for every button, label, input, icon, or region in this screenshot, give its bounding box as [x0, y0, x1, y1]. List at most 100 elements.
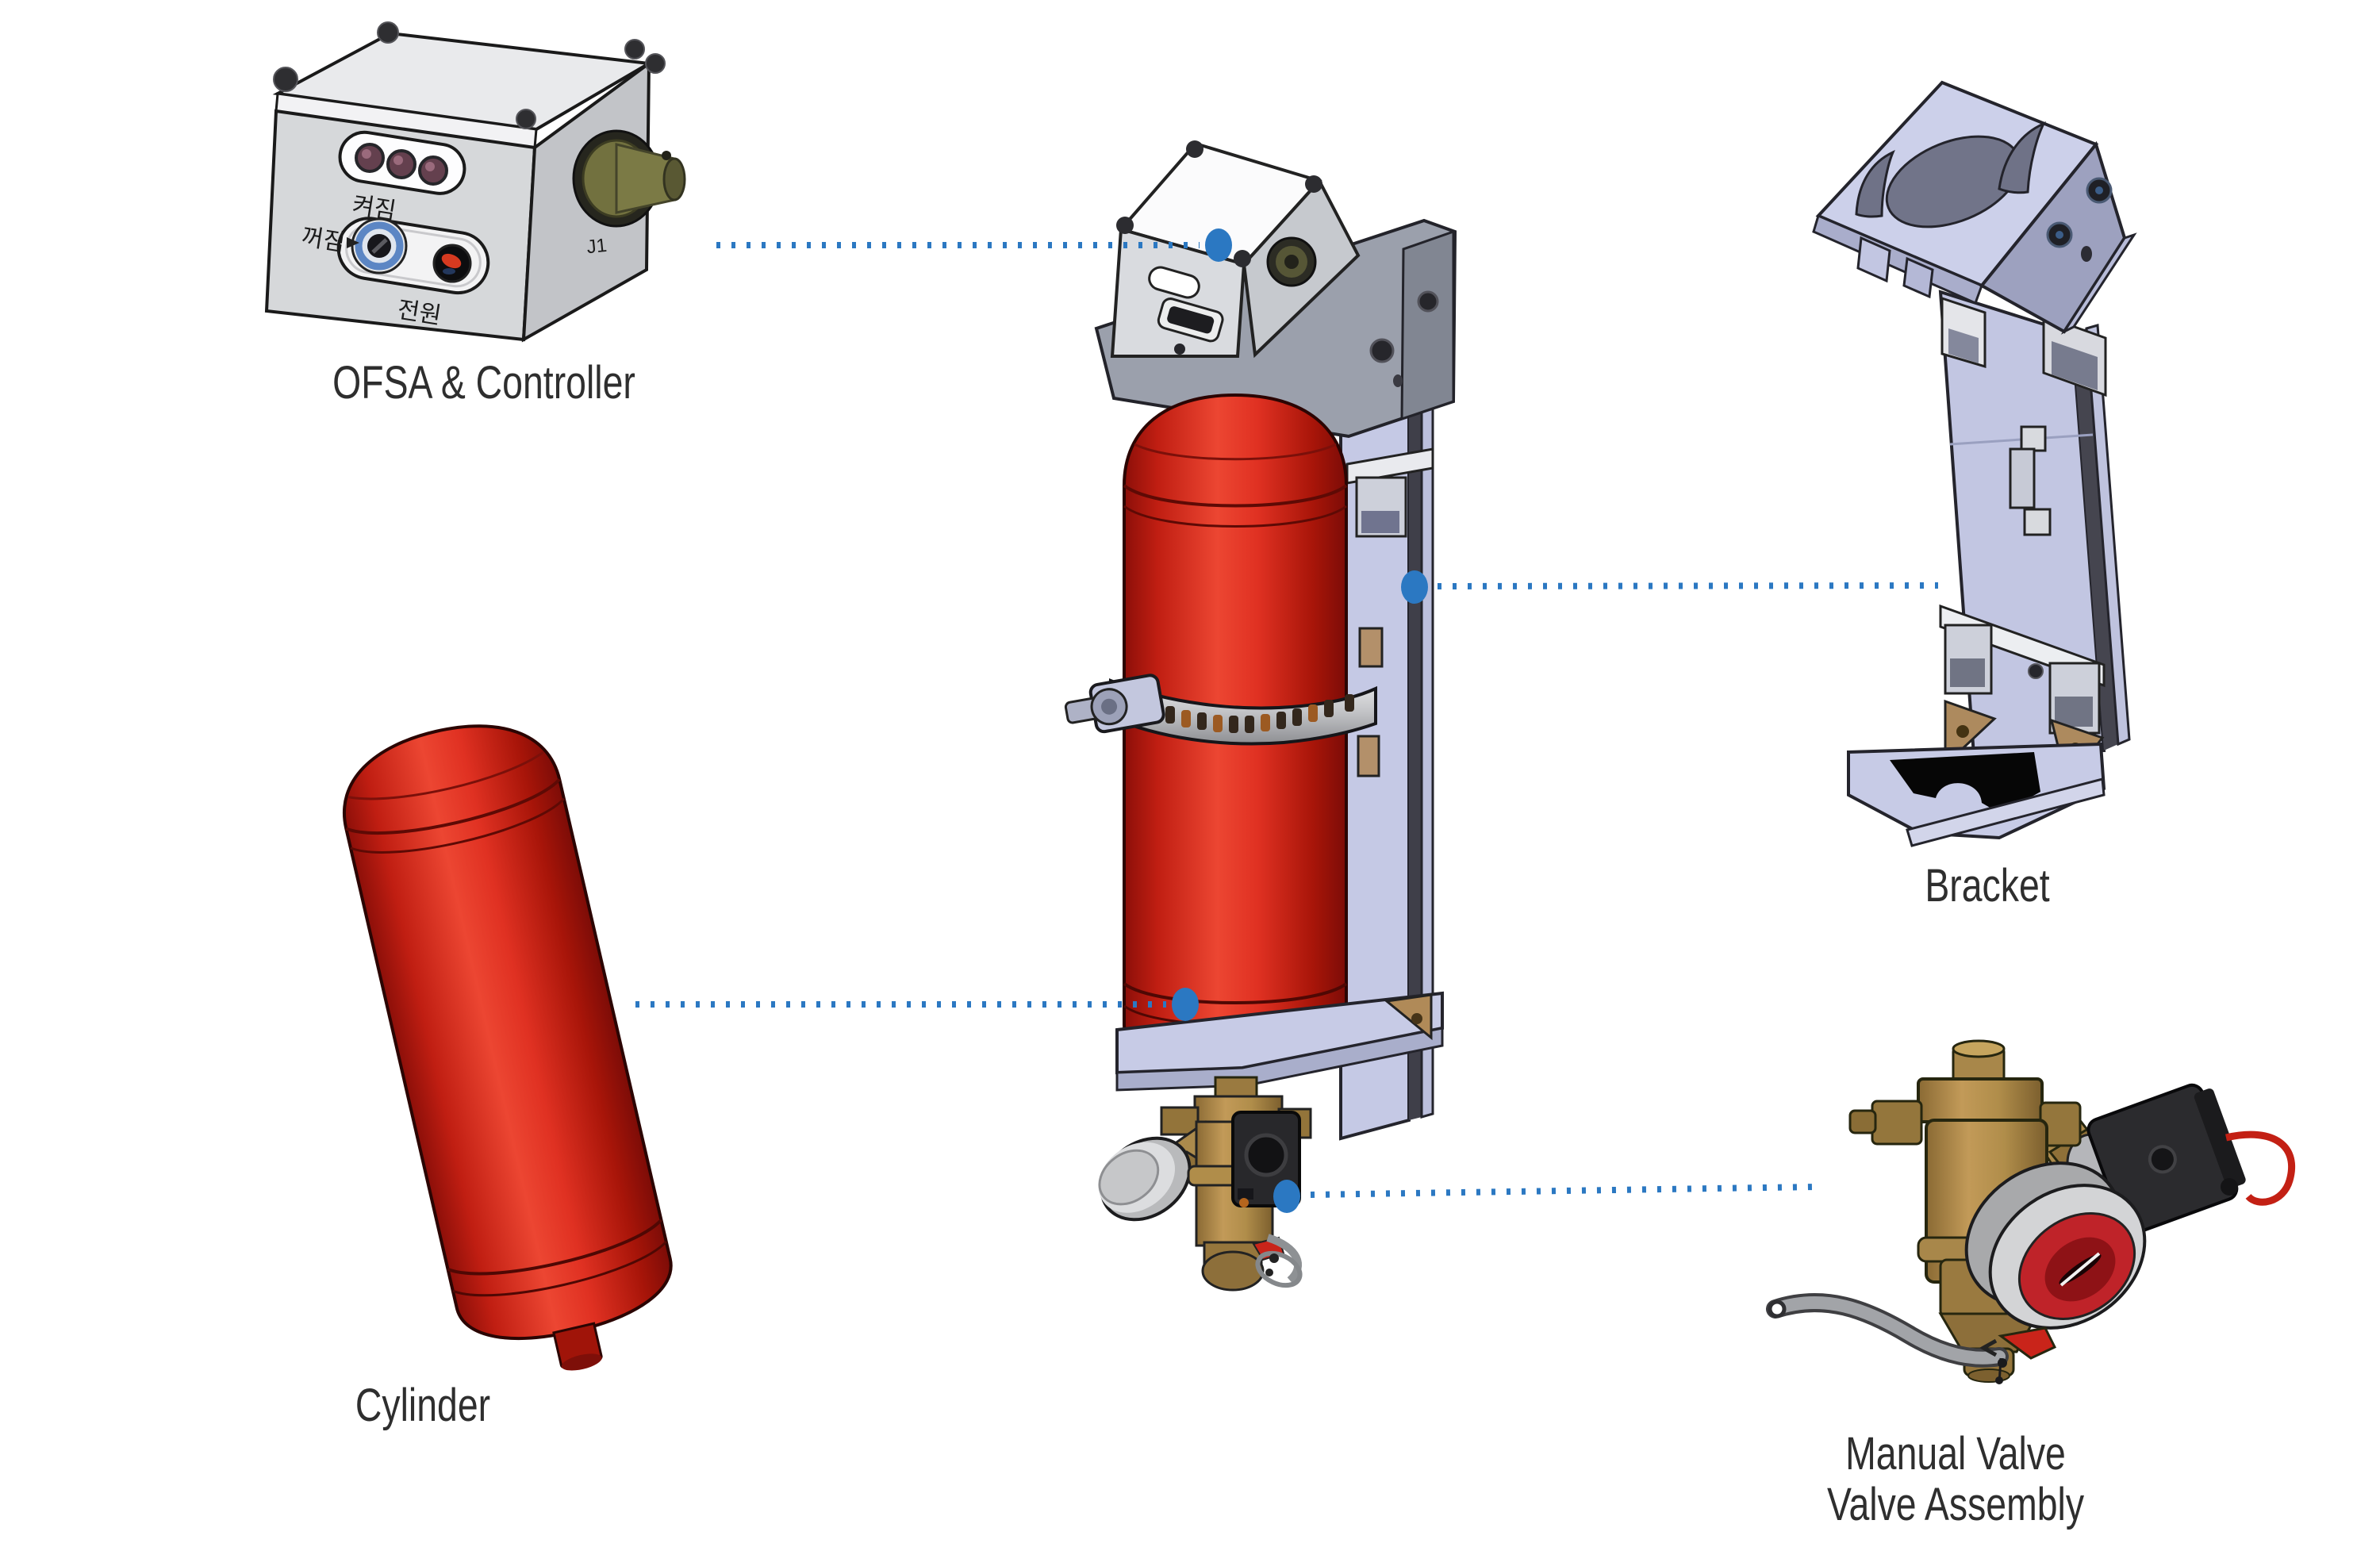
leader-bracket-dot: [1401, 570, 1428, 604]
ofsa-controller-part: 켜짐 꺼짐 전원 J1: [264, 21, 686, 343]
led-indicator-icon: [355, 143, 385, 173]
corner-bolt-icon: [624, 39, 645, 60]
box-connector-cutout-inner: [1167, 306, 1215, 334]
cylinder-ring: [1123, 484, 1348, 508]
top-plate-right-face: [1400, 229, 1455, 421]
cylinder-ring: [1123, 982, 1348, 1004]
valve-flange: [1917, 1077, 2044, 1123]
cylinder-collar-ring: [1134, 443, 1337, 461]
corner-bolt-icon: [1186, 140, 1203, 158]
cylinder-part: [343, 724, 673, 1371]
top-plate-edge: [1812, 213, 1983, 305]
valve-top-cap-face: [1952, 1039, 2006, 1058]
z-clip-bottom: [2023, 508, 2052, 536]
solenoid-detail: [1238, 1188, 1253, 1200]
hex-bolt-icon: [1417, 290, 1439, 313]
top-plate-right-sliver: [2060, 232, 2137, 335]
small-bolt: [1174, 344, 1185, 355]
band-slot: [1165, 706, 1175, 724]
connector-bolt: [662, 151, 671, 160]
label-text-line1: Manual Valve: [1845, 1428, 2066, 1480]
corner-bolt-icon: [377, 21, 399, 44]
discharge-cap-face: [1098, 1149, 1160, 1206]
solenoid-assembly: [2086, 1083, 2246, 1235]
clamp-catch-inner: [1361, 511, 1399, 533]
band-slot: [1276, 712, 1286, 729]
solenoid-box-side: [2194, 1088, 2246, 1188]
corner-bolt-icon: [516, 109, 536, 129]
key-slot: [371, 238, 388, 254]
leader-cylinder-dot: [1172, 988, 1199, 1021]
band-slot: [1324, 700, 1334, 717]
gauge-needle: [2059, 1252, 2101, 1287]
power-button-lamp: [441, 253, 462, 269]
led-glint: [425, 162, 435, 171]
top-plate-slot: [1998, 121, 2047, 194]
gusset-hole: [1411, 1013, 1422, 1024]
label-text: OFSA & Controller: [332, 357, 635, 409]
safety-ring: [1255, 1250, 1303, 1288]
led-glint: [393, 155, 403, 165]
tensioner-bolt-core: [1101, 698, 1118, 715]
cylinder-body: [343, 724, 673, 1340]
main-assembly-foot: [1115, 991, 1444, 1092]
connector-end: [662, 157, 686, 202]
gusset-hole: [1956, 725, 1969, 738]
leader-bracket-line: [1437, 582, 1939, 589]
band-slot: [1181, 710, 1191, 727]
main-assembly-part: [1064, 140, 1457, 1292]
upper-hook-inner: [1948, 328, 1979, 363]
label-cylinder: Cylinder: [355, 1380, 490, 1431]
band-slot: [1197, 712, 1207, 730]
main-assembly-control-box: [1110, 140, 1361, 359]
box-pill-cutout: [1148, 266, 1200, 299]
cylinder-ring: [447, 1219, 662, 1276]
solenoid-port: [2148, 1145, 2177, 1174]
bracket-foot-cutout: [1890, 752, 2040, 814]
leader-valve-line: [1310, 1184, 1816, 1198]
valve-bottom-cap: [1201, 1250, 1265, 1292]
box-connector-core: [1284, 255, 1299, 269]
hex-bolt-icon: [1369, 338, 1395, 363]
small-hole: [1393, 374, 1403, 387]
mount-tab: [1358, 627, 1384, 668]
corner-bolt-icon: [1305, 175, 1322, 193]
foot-lip: [1115, 1027, 1444, 1092]
solenoid-wire: [2225, 1130, 2296, 1206]
valve-left-bolt: [1848, 1109, 1877, 1134]
z-clip-bar: [2009, 447, 2036, 509]
wire-nub: [2221, 1178, 2238, 1196]
label-ofsa-controller: OFSA & Controller: [332, 358, 635, 409]
socket-bolt-glint: [2095, 186, 2103, 194]
solenoid-port: [1244, 1133, 1288, 1177]
band-slot: [1261, 714, 1270, 731]
arrow-icon: [1979, 1338, 1998, 1357]
valve-pin: [1998, 1358, 2007, 1368]
valve-outlet-rim: [1967, 1368, 2010, 1383]
socket-bolt-glint: [2056, 231, 2063, 239]
z-clip-top: [2020, 425, 2047, 452]
catch-screw: [2028, 663, 2044, 679]
cylinder-ring: [345, 778, 561, 835]
label-bracket: Bracket: [1925, 861, 2049, 912]
manual-valve-part: [1766, 1039, 2296, 1384]
valve-pin: [1265, 1269, 1273, 1276]
upper-hook-inner: [2052, 341, 2098, 390]
manual-lever: [1769, 1296, 2006, 1365]
power-button-glint: [443, 268, 455, 274]
corner-bolt-icon: [1116, 217, 1134, 234]
clamp-catch-inner: [2055, 697, 2093, 727]
leader-ofsa-dot: [1205, 228, 1232, 262]
bracket-spine-edge-dark: [2072, 328, 2118, 750]
band-tensioner: [1064, 674, 1165, 734]
band-slot: [1345, 694, 1354, 712]
valve-left-boss: [1871, 1100, 1923, 1146]
mount-tab: [1357, 735, 1380, 777]
foot-gusset: [1384, 993, 1433, 1041]
cylinder-ring: [350, 797, 565, 854]
bracket-foot-lip: [1906, 777, 2106, 847]
cylinder-collar-ring: [348, 750, 544, 800]
band-slot: [1292, 708, 1302, 726]
